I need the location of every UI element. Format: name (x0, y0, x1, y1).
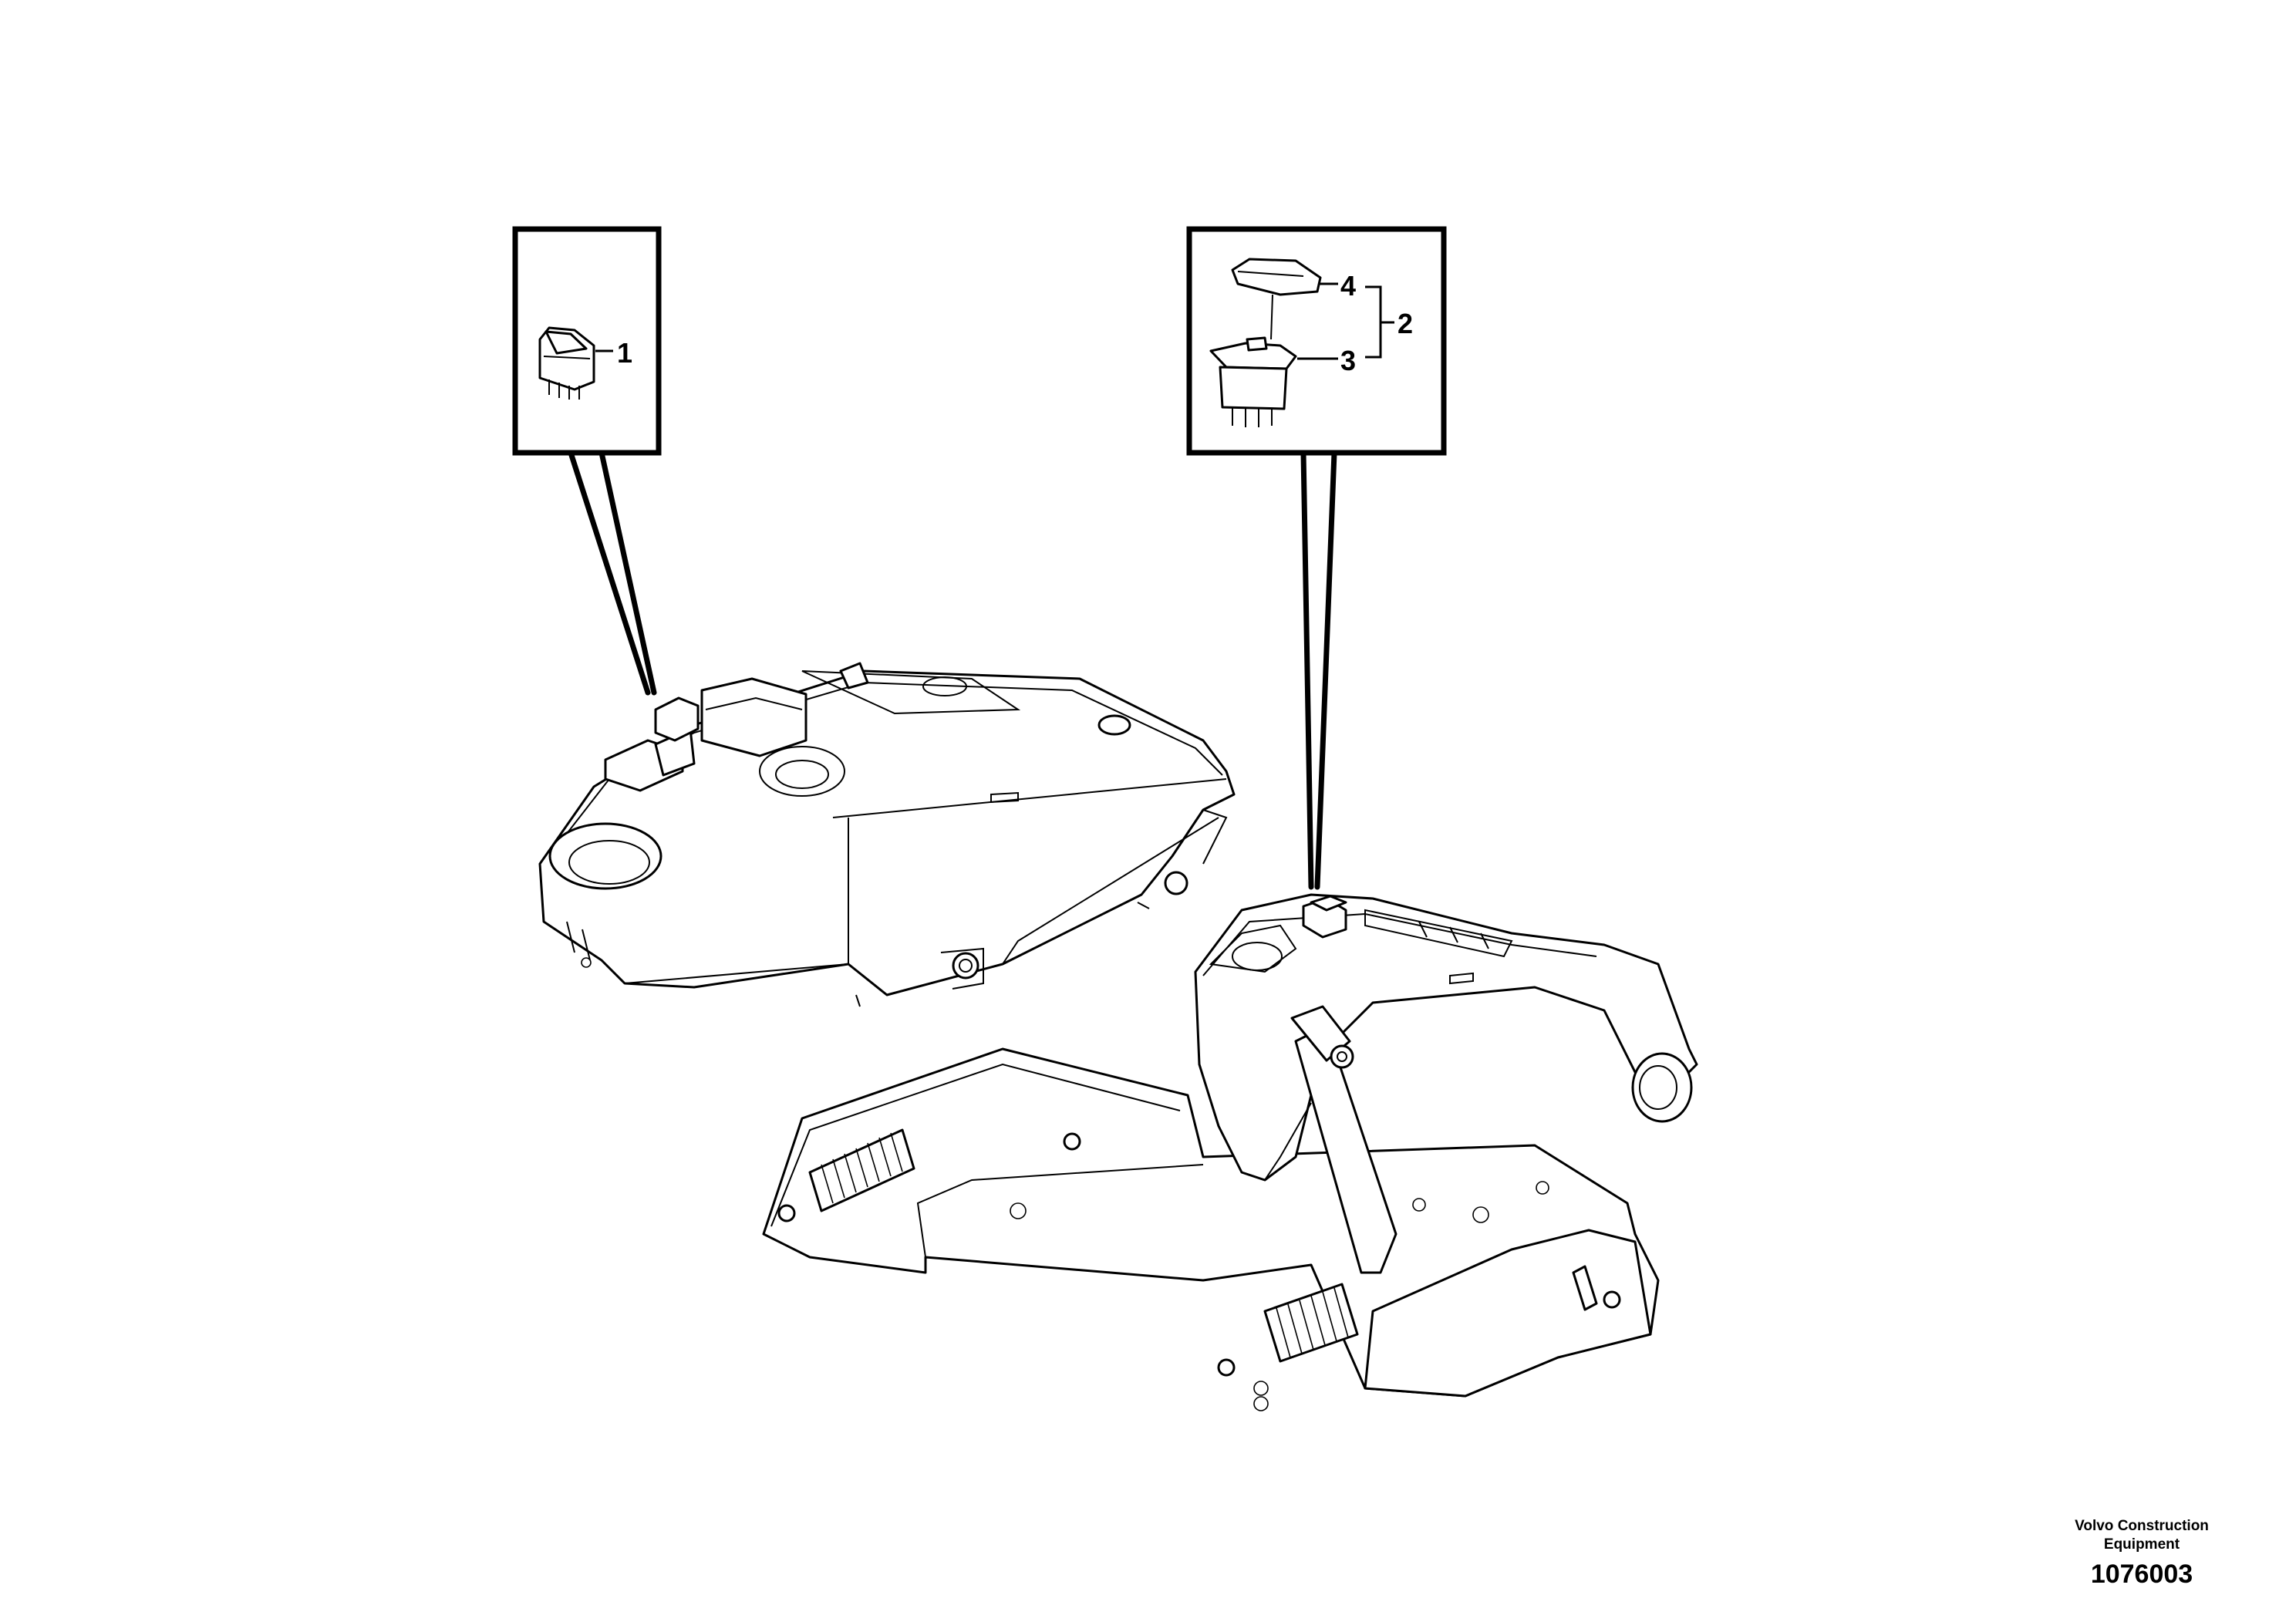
callout-left: 1 (512, 226, 662, 696)
part-label-1: 1 (617, 337, 632, 369)
toggle-switch-icon (1209, 336, 1297, 427)
rocker-switch-icon (538, 326, 595, 400)
right-control-console (762, 893, 1698, 1411)
left-control-console (538, 662, 1236, 1007)
drawing-number: 1076003 (2090, 1560, 2193, 1589)
part-label-3: 3 (1340, 345, 1356, 376)
switch-cover-icon (1231, 258, 1322, 340)
part-label-2: 2 (1397, 308, 1413, 339)
part-label-4: 4 (1340, 270, 1356, 302)
callout-right: 4 3 2 (1186, 226, 1447, 890)
callout-box-right (1186, 226, 1447, 456)
company-name-line2: Equipment (2103, 1536, 2180, 1553)
company-name-line1: Volvo Construction (2075, 1518, 2209, 1534)
drawing-footer: Volvo Construction Equipment 1076003 (2041, 1517, 2242, 1591)
